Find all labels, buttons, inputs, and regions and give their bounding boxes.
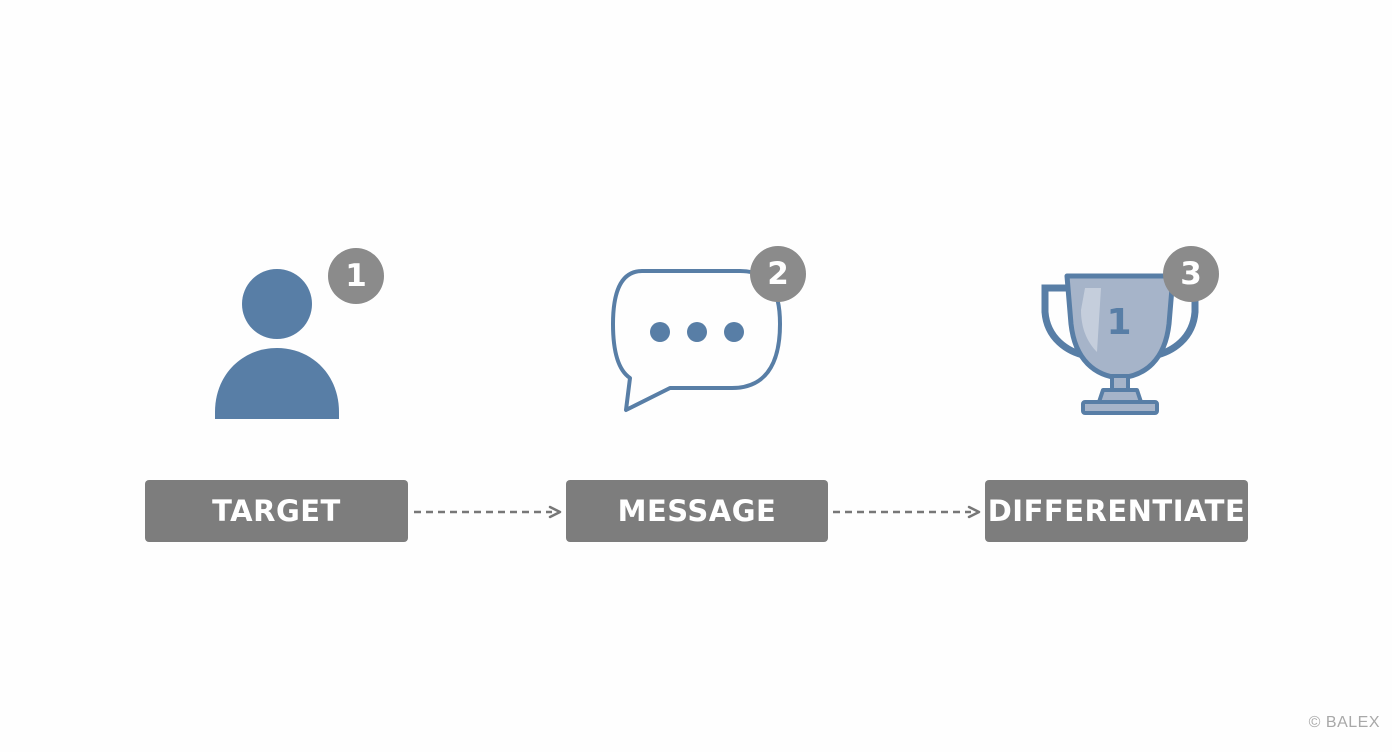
- step-2-label: MESSAGE: [566, 480, 828, 542]
- person-icon: [215, 269, 339, 419]
- step-2-number-badge: 2: [750, 246, 806, 302]
- connector-arrow-2-to-3: [833, 505, 981, 519]
- connector-arrow-1-to-2: [414, 505, 562, 519]
- watermark: © BALEX: [1308, 714, 1380, 731]
- trophy-icon: 1: [1041, 273, 1199, 415]
- step-3-label: DIFFERENTIATE: [985, 480, 1248, 542]
- step-1-number-badge: 1: [328, 248, 384, 304]
- step-3-number-badge: 3: [1163, 246, 1219, 302]
- step-1-label: TARGET: [145, 480, 408, 542]
- trophy-rank-number: 1: [1106, 302, 1131, 343]
